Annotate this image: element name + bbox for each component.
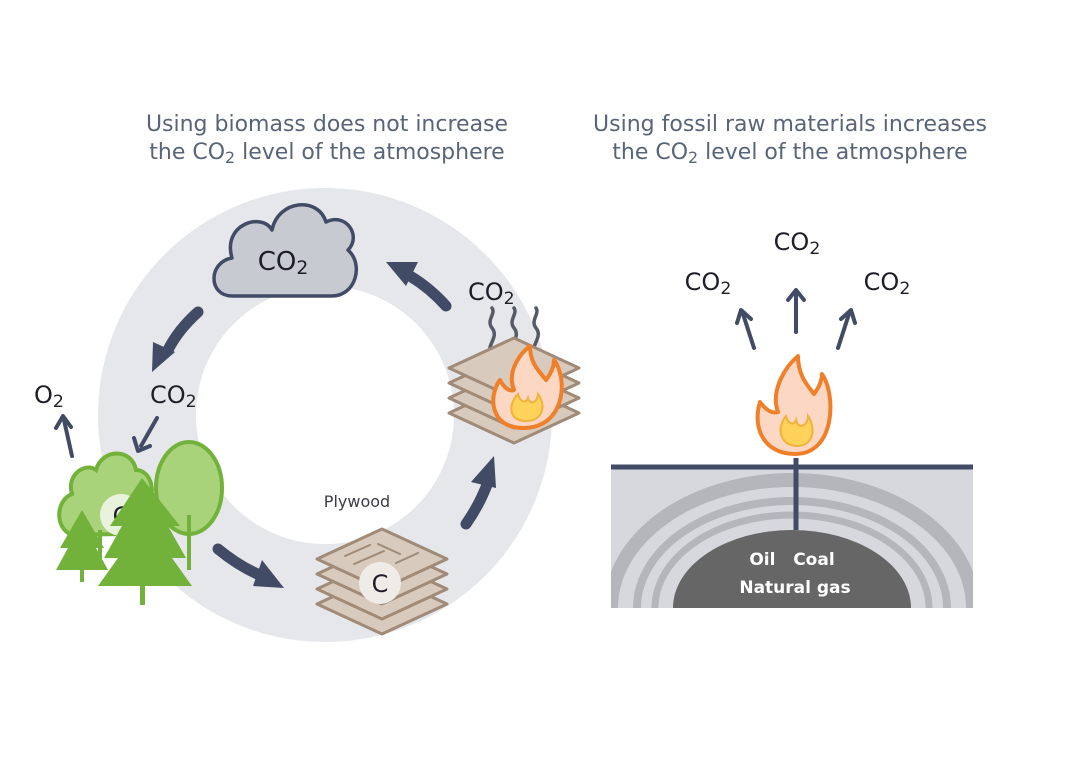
deposit-label-oil-coal: Oil Coal	[749, 550, 834, 570]
plywood-label: Plywood	[324, 492, 390, 511]
plywood-icon: C	[315, 527, 449, 636]
left-title-line2: the CO2 level of the atmosphere	[149, 140, 504, 167]
emission-co2-top: CO2	[774, 228, 821, 259]
right-title-line2: the CO2 level of the atmosphere	[612, 140, 967, 167]
cloud-icon: CO2	[212, 203, 359, 298]
cycle-arrow-fire-to-cloud	[386, 262, 452, 312]
fire-icon	[491, 344, 564, 430]
cycle-arrow-plywood-to-fire	[460, 456, 496, 530]
cycle-arrow-trees-to-plywood	[212, 543, 284, 588]
cloud-co2-label: CO2	[258, 247, 309, 279]
left-title-line1: Using biomass does not increase	[146, 112, 508, 137]
fossil-deposit-cross-section: Oil Coal Natural gas	[611, 458, 973, 608]
gas-flare-icon	[755, 354, 833, 456]
left-panel: Using biomass does not increase the CO2 …	[34, 112, 581, 642]
emission-arrows	[735, 288, 857, 350]
tree-icon: C	[56, 440, 224, 605]
emission-co2-left: CO2	[685, 268, 732, 299]
right-panel: Using fossil raw materials increases the…	[593, 112, 987, 608]
release-co2-label: CO2	[468, 278, 515, 309]
absorb-arrow	[132, 416, 159, 453]
plywood-carbon-circle	[359, 562, 401, 604]
plywood-carbon-label: C	[372, 570, 389, 598]
o2-label: O2	[34, 381, 64, 412]
right-title-line1: Using fossil raw materials increases	[593, 112, 987, 137]
absorb-co2-label: CO2	[150, 381, 197, 412]
deposit-label-natural-gas: Natural gas	[739, 578, 850, 598]
emission-co2-right: CO2	[864, 268, 911, 299]
cycle-arrow-cloud-to-trees	[152, 306, 204, 372]
o2-arrow	[54, 414, 74, 458]
